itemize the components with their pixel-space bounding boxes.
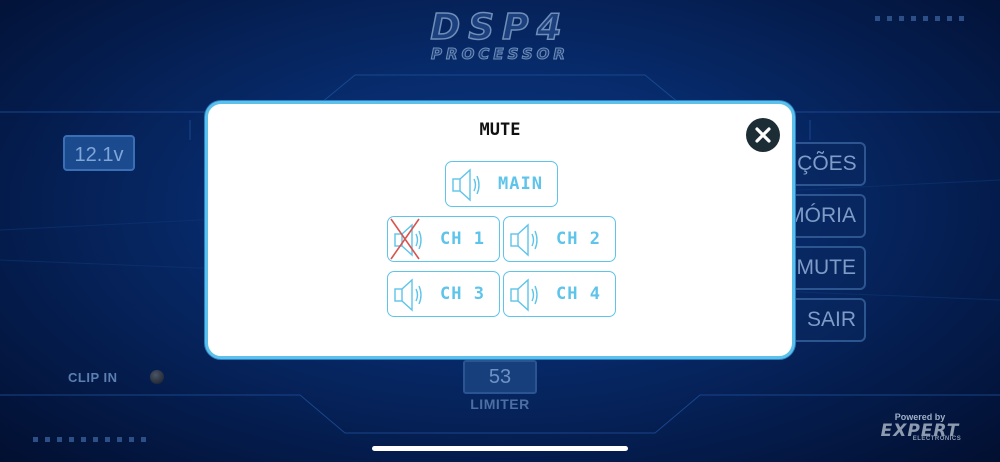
expert-logo-sub: ELECTRONICS <box>912 436 962 442</box>
mute-main-button[interactable]: MAIN <box>445 161 558 207</box>
clip-indicator-led <box>150 370 164 384</box>
mute-ch3-button[interactable]: CH 3 <box>387 271 500 317</box>
expert-logo-text: EXPERT <box>880 421 960 441</box>
dsp4-logo: DSP4 PROCESSOR <box>380 7 620 63</box>
powered-by-text: Powered by <box>894 412 946 422</box>
decor-dots-bottom <box>33 437 146 442</box>
speaker-icon <box>394 278 422 312</box>
speaker-icon <box>510 223 538 257</box>
logo-subtitle: PROCESSOR <box>431 45 569 63</box>
mute-ch1-button[interactable]: CH 1 <box>387 216 500 262</box>
mute-ch2-label: CH 2 <box>556 229 601 249</box>
mute-ch4-button[interactable]: CH 4 <box>503 271 616 317</box>
mute-ch2-button[interactable]: CH 2 <box>503 216 616 262</box>
speaker-icon <box>394 223 422 257</box>
brand-logo: Powered by EXPERT ELECTRONICS <box>870 412 970 442</box>
limiter-label: LIMITER <box>470 396 530 412</box>
modal-title: MUTE <box>479 120 521 140</box>
muted-x-icon <box>390 218 420 260</box>
speaker-icon <box>510 278 538 312</box>
clip-in-label: CLIP IN <box>68 370 118 385</box>
mute-main-label: MAIN <box>498 174 543 194</box>
speaker-icon <box>452 168 480 202</box>
mute-modal: MUTE MAIN CH 1 <box>205 101 795 359</box>
logo-title: DSP4 <box>430 7 570 48</box>
close-icon <box>755 127 771 143</box>
mute-ch3-label: CH 3 <box>440 284 485 304</box>
decor-dots-top <box>875 16 964 21</box>
close-button[interactable] <box>746 118 780 152</box>
mute-ch1-label: CH 1 <box>440 229 485 249</box>
home-indicator[interactable] <box>372 446 628 451</box>
mute-ch4-label: CH 4 <box>556 284 601 304</box>
voltage-display: 12.1v <box>63 135 135 171</box>
limiter-value[interactable]: 53 <box>463 360 537 394</box>
